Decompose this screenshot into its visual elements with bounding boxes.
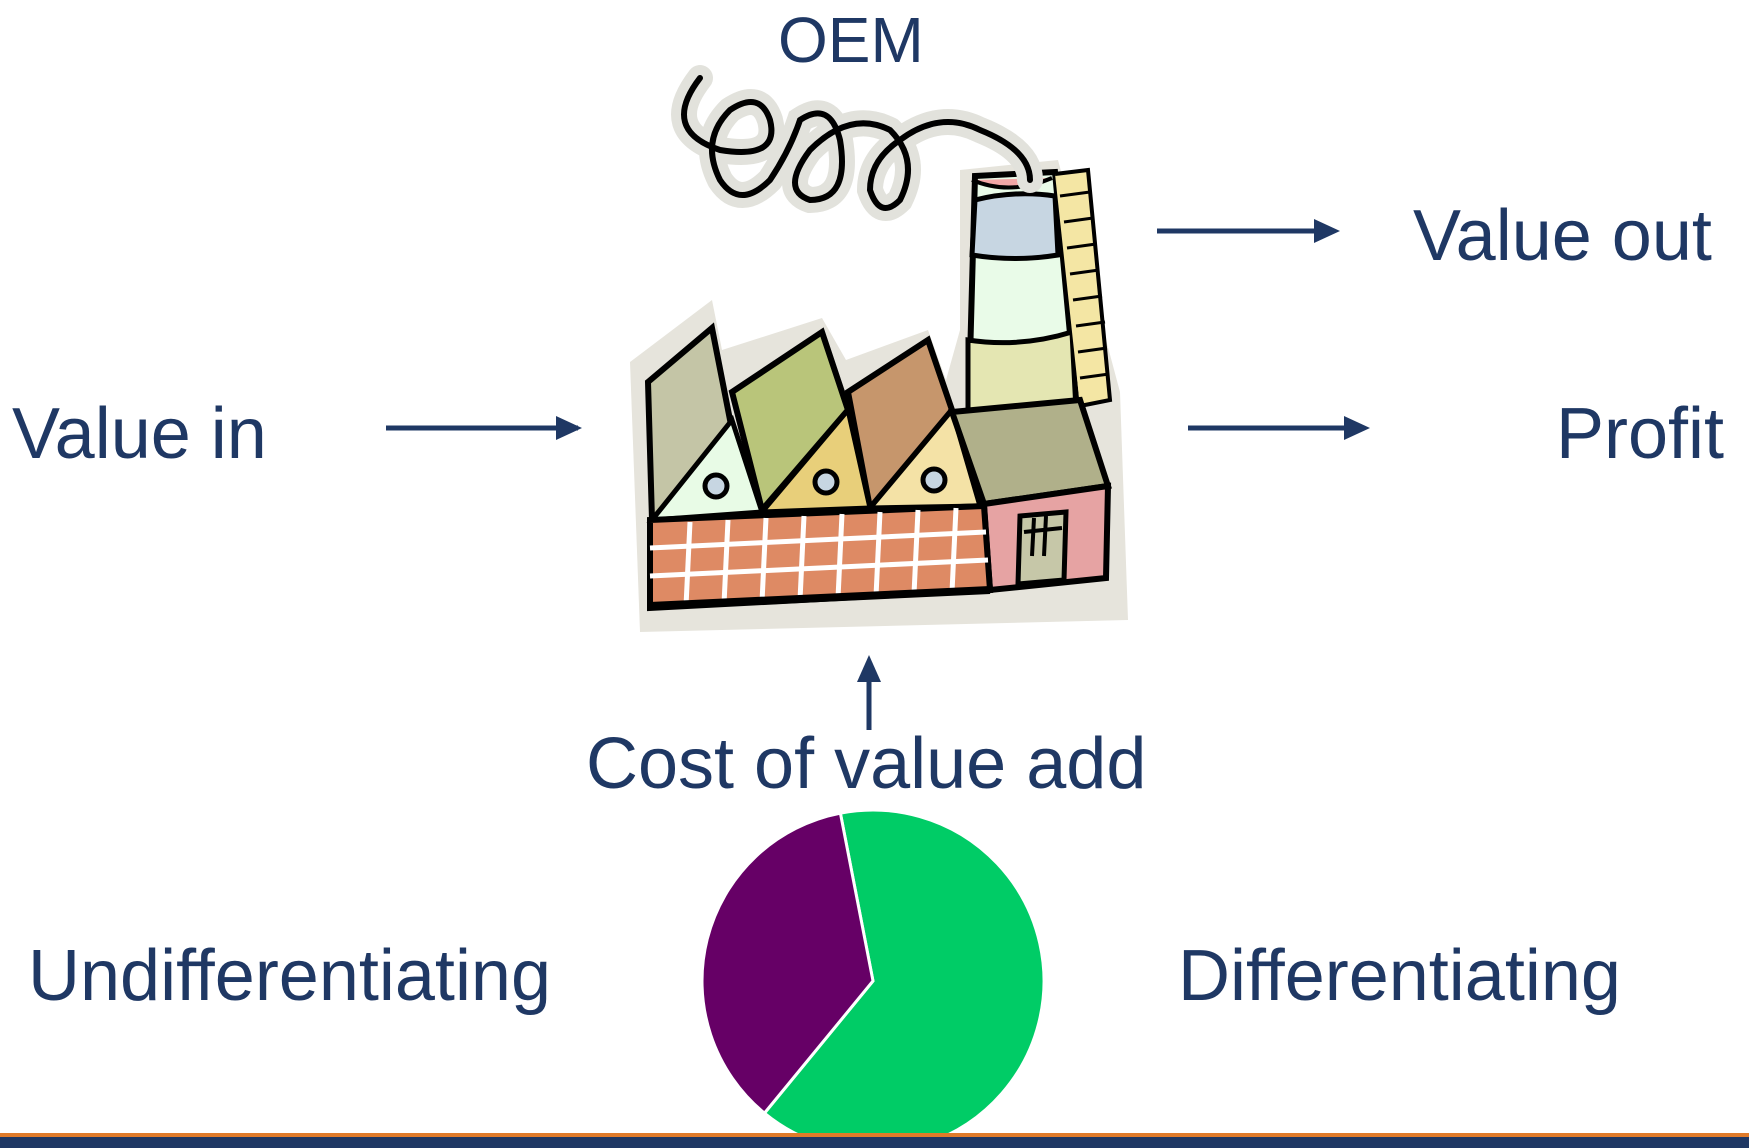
value-in-arrowhead	[556, 416, 582, 440]
oem-label: OEM	[778, 4, 924, 76]
factory-brick-wall	[647, 502, 994, 612]
value-out-label: Value out	[1413, 196, 1712, 276]
cost-arrowhead	[857, 655, 881, 682]
factory-icon	[630, 160, 1128, 632]
profit-label: Profit	[1556, 394, 1725, 474]
profit-arrowhead	[1344, 416, 1370, 440]
factory-roofs	[644, 322, 984, 528]
footer-accent-line	[0, 1133, 1749, 1137]
smoke-icon	[671, 65, 1043, 221]
footer-bar	[0, 1137, 1749, 1148]
value-add-pie-chart	[700, 808, 1046, 1148]
pie-slice-differentiating	[762, 808, 1046, 1148]
factory-annex	[947, 396, 1112, 594]
value-out-arrowhead	[1314, 219, 1340, 243]
cost-of-value-add-label: Cost of value add	[586, 724, 1147, 804]
chimney	[964, 167, 1113, 436]
differentiating-label: Differentiating	[1178, 936, 1621, 1016]
pie-slice-undifferentiating	[700, 811, 875, 1116]
undifferentiating-label: Undifferentiating	[28, 936, 552, 1016]
value-in-label: Value in	[12, 394, 267, 474]
